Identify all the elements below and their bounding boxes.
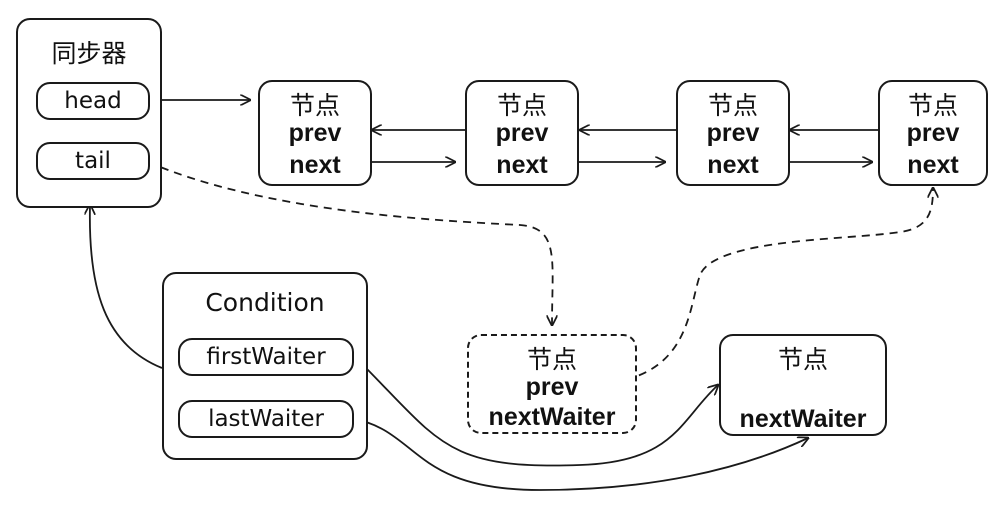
node-title: 节点 xyxy=(907,91,958,120)
prev-field: prev xyxy=(495,119,549,147)
condition-box: Condition firstWaiter lastWaiter xyxy=(162,272,368,460)
prev-field: prev xyxy=(525,373,579,401)
next-field: next xyxy=(907,151,959,179)
queue-node-4: 节点 prev next xyxy=(878,80,988,186)
condition-title: Condition xyxy=(205,288,325,317)
queue-node-3: 节点 prev next xyxy=(676,80,790,186)
queue-node-1: 节点 prev next xyxy=(258,80,372,186)
node-title: 节点 xyxy=(777,345,828,374)
next-field: next xyxy=(496,151,548,179)
synchronizer-title: 同步器 xyxy=(51,39,127,68)
node-title: 节点 xyxy=(526,345,577,374)
waiting-node: 节点 nextWaiter xyxy=(719,334,887,436)
first-waiter-field: firstWaiter xyxy=(178,338,354,376)
last-waiter-to-waiting-node-arrow xyxy=(349,417,808,491)
prev-field: prev xyxy=(906,119,960,147)
node-title: 节点 xyxy=(496,91,547,120)
head-field: head xyxy=(36,82,150,120)
queue-node-2: 节点 prev next xyxy=(465,80,579,186)
next-field: next xyxy=(707,151,759,179)
prev-field: prev xyxy=(288,119,342,147)
moving-prev-to-node4-arrow xyxy=(597,188,933,385)
tail-field: tail xyxy=(36,142,150,180)
last-waiter-field: lastWaiter xyxy=(178,400,354,438)
synchronizer-box: 同步器 head tail xyxy=(16,18,162,208)
condition-to-sync-arrow xyxy=(90,205,163,369)
first-waiter-to-waiting-node-arrow xyxy=(349,351,718,467)
next-waiter-field: nextWaiter xyxy=(739,405,867,433)
node-title: 节点 xyxy=(707,91,758,120)
prev-field: prev xyxy=(706,119,760,147)
node-title: 节点 xyxy=(289,91,340,120)
next-waiter-field: nextWaiter xyxy=(488,403,616,431)
next-field: next xyxy=(289,151,341,179)
moving-node: 节点 prev nextWaiter xyxy=(467,334,637,434)
